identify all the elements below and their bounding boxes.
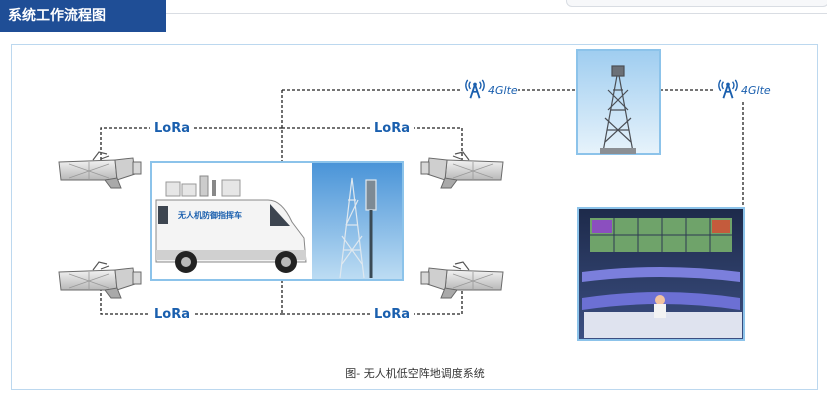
link-camera-tl <box>100 127 282 160</box>
header-divider <box>166 13 827 14</box>
command-center-image <box>577 207 745 341</box>
lte-label-2: 4Glte <box>715 78 773 100</box>
diagram-frame <box>11 44 818 390</box>
diagram-caption: 图- 无人机低空阵地调度系统 <box>345 367 485 380</box>
camera-icon-top-right <box>420 151 504 189</box>
vehicle-text: 无人机防御指挥车 <box>177 210 242 220</box>
header-corner-decoration <box>566 0 827 7</box>
van-icon: 无人机防御指挥车 <box>155 175 307 273</box>
lora-label: LoRa <box>374 307 410 322</box>
lora-label: LoRa <box>374 121 410 136</box>
camera-icon-bottom-left <box>58 261 142 299</box>
cell-tower-icon <box>600 65 636 154</box>
lora-labels: LoRa LoRa LoRa LoRa <box>150 118 414 322</box>
lattice-tower-icon <box>339 177 377 279</box>
lte-text: 4Glte <box>488 84 518 97</box>
lora-label: LoRa <box>154 121 190 136</box>
lte-label-1: 4Glte <box>462 78 518 100</box>
link-camera-br <box>282 288 463 315</box>
link-camera-bl <box>100 288 282 315</box>
section-title: 系统工作流程图 <box>0 0 166 32</box>
cell-tower-image <box>576 49 661 155</box>
link-camera-tr <box>282 127 463 160</box>
camera-icon-top-left <box>58 151 142 189</box>
lora-label: LoRa <box>154 307 190 322</box>
link-tower-to-center <box>660 89 744 208</box>
command-vehicle-image: 无人机防御指挥车 <box>150 161 404 281</box>
lte-text: 4Glte <box>741 84 771 97</box>
